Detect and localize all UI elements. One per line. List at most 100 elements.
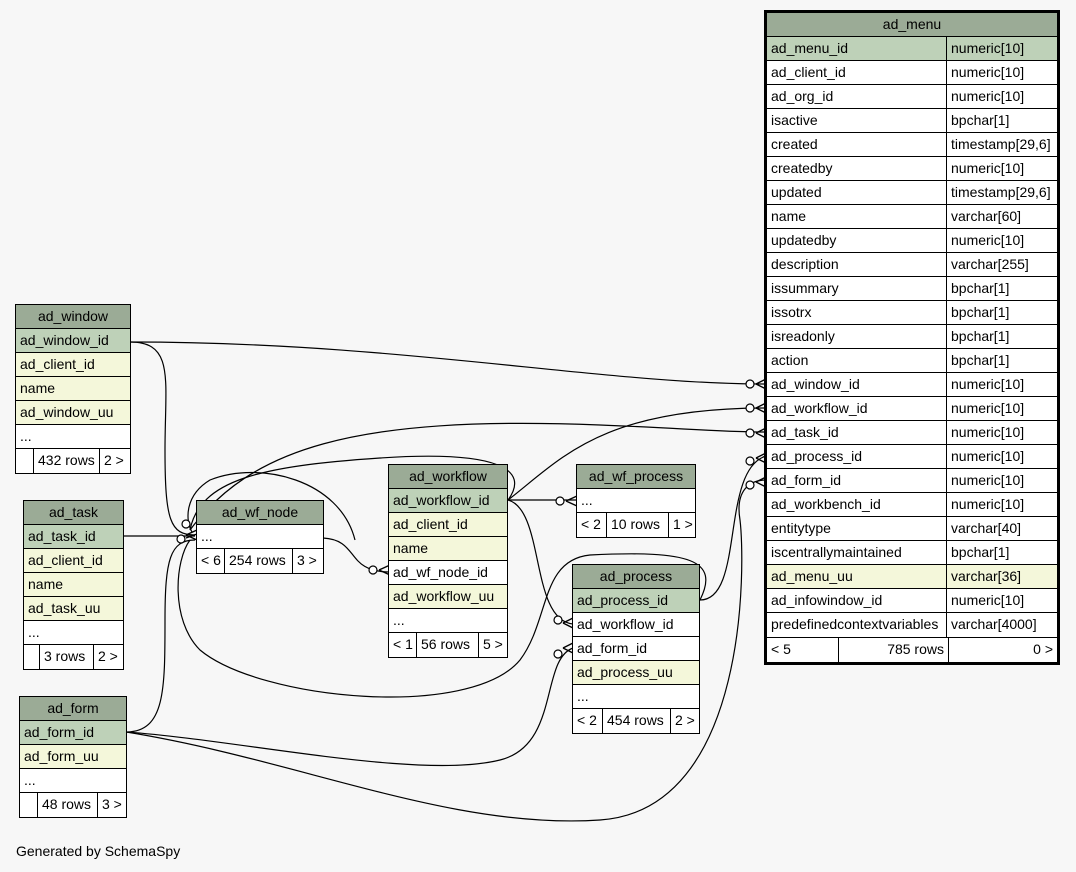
children-link[interactable]: 0 > xyxy=(1033,641,1053,657)
column-row[interactable]: ad_client_id xyxy=(16,353,130,377)
column-row[interactable]: ... xyxy=(573,685,699,709)
column-row[interactable]: ... xyxy=(20,769,126,793)
table-title[interactable]: ad_process xyxy=(573,565,699,589)
column-row[interactable]: ... xyxy=(389,609,507,633)
column-row[interactable]: ad_form_id xyxy=(573,637,699,661)
table-ad-form[interactable]: ad_form ad_form_id ad_form_uu ... 48 row… xyxy=(19,696,127,818)
cardinality-marker xyxy=(553,649,563,659)
column-row[interactable]: ad_task_id xyxy=(24,525,123,549)
parents-link[interactable]: < 1 xyxy=(389,633,417,657)
children-link[interactable]: 3 > xyxy=(297,552,317,568)
column-row[interactable]: ... xyxy=(577,489,695,513)
column-row[interactable]: name xyxy=(389,537,507,561)
edge-workflow-process xyxy=(507,499,574,625)
column-name: updatedby xyxy=(767,229,947,252)
parents-link[interactable] xyxy=(20,793,38,817)
column-row[interactable]: ad_workflow_id xyxy=(389,489,507,513)
cardinality-marker xyxy=(555,496,565,506)
column-row[interactable]: ad_client_id xyxy=(24,549,123,573)
parents-link[interactable]: < 6 xyxy=(197,549,225,573)
parents-link[interactable]: < 2 xyxy=(573,709,603,733)
table-ad-wf-process[interactable]: ad_wf_process ... < 2 10 rows 1 > xyxy=(576,464,696,538)
column-row[interactable]: name xyxy=(24,573,123,597)
table-title[interactable]: ad_wf_node xyxy=(197,501,323,525)
table-ad-window[interactable]: ad_window ad_window_id ad_client_id name… xyxy=(15,304,131,474)
column-row[interactable]: ad_window_id xyxy=(16,329,130,353)
parents-link[interactable]: < 5 xyxy=(767,638,839,662)
children-link[interactable]: 3 > xyxy=(102,796,122,812)
table-title[interactable]: ad_menu xyxy=(767,13,1057,37)
column-type: numeric[10] xyxy=(951,592,1025,608)
column-row[interactable]: ad_workflow_id xyxy=(573,613,699,637)
column-name: issotrx xyxy=(767,301,947,324)
parents-link[interactable] xyxy=(24,645,40,669)
parents-link[interactable]: < 2 xyxy=(577,513,607,537)
column-row[interactable]: ... xyxy=(24,621,123,645)
table-ad-process[interactable]: ad_process ad_process_id ad_workflow_id … xyxy=(572,564,700,734)
edge-window-wfnode xyxy=(129,341,196,536)
children-link[interactable]: 2 > xyxy=(675,712,695,728)
children-link[interactable]: 5 > xyxy=(483,636,503,652)
column-row[interactable]: ad_workflow_uu xyxy=(389,585,507,609)
table-ad-workflow[interactable]: ad_workflow ad_workflow_id ad_client_id … xyxy=(388,464,508,658)
column-name: ad_process_id xyxy=(767,445,947,468)
table-title[interactable]: ad_form xyxy=(20,697,126,721)
column-row[interactable]: ad_client_id xyxy=(389,513,507,537)
column-row[interactable]: ... xyxy=(16,425,130,449)
column-row[interactable]: ad_form_uu xyxy=(20,745,126,769)
column-name: ad_org_id xyxy=(767,85,947,108)
column-type: bpchar[1] xyxy=(951,280,1010,296)
column-row[interactable]: name xyxy=(16,377,130,401)
column-row[interactable]: ad_form_id xyxy=(20,721,126,745)
column-row[interactable]: ad_process_uu xyxy=(573,661,699,685)
table-title[interactable]: ad_workflow xyxy=(389,465,507,489)
children-link[interactable]: 1 > xyxy=(673,516,693,532)
children-link[interactable]: 2 > xyxy=(98,648,118,664)
column-type: timestamp[29,6] xyxy=(951,184,1051,200)
column-row[interactable]: ... xyxy=(197,525,323,549)
column-row[interactable]: ad_wf_node_id xyxy=(389,561,507,585)
table-ad-task[interactable]: ad_task ad_task_id ad_client_id name ad_… xyxy=(23,500,124,670)
table-title[interactable]: ad_task xyxy=(24,501,123,525)
table-title[interactable]: ad_window xyxy=(16,305,130,329)
column-name: issummary xyxy=(767,277,947,300)
column-type: numeric[10] xyxy=(951,400,1025,416)
table-footer: < 1 56 rows 5 > xyxy=(389,633,507,657)
table-title[interactable]: ad_wf_process xyxy=(577,465,695,489)
table-ad-wf-node[interactable]: ad_wf_node ... < 6 254 rows 3 > xyxy=(196,500,324,574)
column-row[interactable]: ad_task_uu xyxy=(24,597,123,621)
parents-link[interactable] xyxy=(16,449,34,473)
column-row[interactable]: ad_window_uu xyxy=(16,401,130,425)
column-type: varchar[40] xyxy=(951,520,1022,536)
edge-workflow-menu xyxy=(507,407,767,501)
column-type: numeric[10] xyxy=(951,496,1025,512)
children-link[interactable]: 2 > xyxy=(104,452,124,468)
column-row[interactable]: ad_process_id xyxy=(573,589,699,613)
